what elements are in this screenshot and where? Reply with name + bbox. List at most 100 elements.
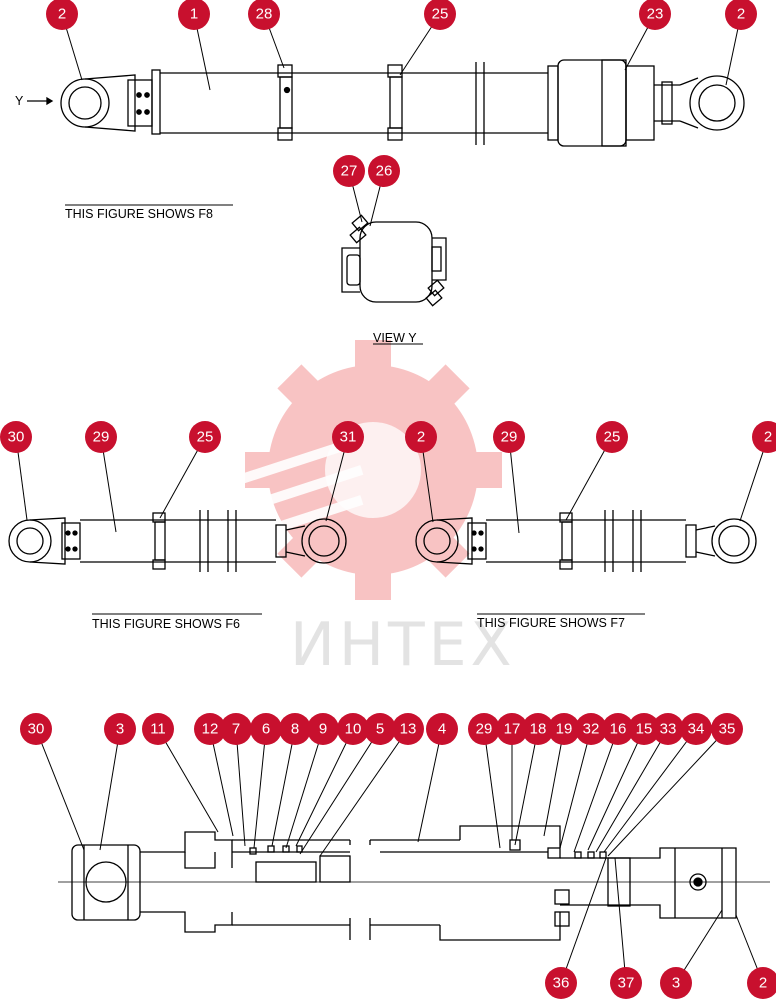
callout-number: 36 xyxy=(553,975,570,992)
callout-leader-line xyxy=(299,728,381,855)
watermark-text: ИНТЕХ xyxy=(290,610,516,680)
callout-number: 8 xyxy=(291,721,299,738)
callout-bubble xyxy=(0,421,32,453)
callout-leader-line xyxy=(573,728,619,853)
callout-bubble xyxy=(596,421,628,453)
callout-bubble xyxy=(104,713,136,745)
callout-leader-line xyxy=(483,728,501,849)
callout-number: 33 xyxy=(660,721,677,738)
callout-bubble xyxy=(545,967,577,999)
callout-number: 31 xyxy=(340,429,357,446)
callout-bubble xyxy=(496,713,528,745)
callout-number: 15 xyxy=(636,721,653,738)
callout-bubble xyxy=(368,155,400,187)
callout-number: 2 xyxy=(417,429,425,446)
callout-number: 32 xyxy=(583,721,600,738)
callout-leader-line xyxy=(295,728,354,847)
callout-leader-line xyxy=(508,436,520,534)
callout-number: 2 xyxy=(58,6,66,23)
callout-number: 28 xyxy=(256,6,273,23)
callout-bubble xyxy=(639,0,671,30)
callout-bubble xyxy=(602,713,634,745)
callout-bubble xyxy=(680,713,712,745)
callout-bubble xyxy=(522,713,554,745)
callout-number: 34 xyxy=(688,721,705,738)
callout-leader-line xyxy=(514,728,539,846)
callout-bubble xyxy=(142,713,174,745)
callout-number: 2 xyxy=(764,429,772,446)
callout-leader-line xyxy=(271,728,296,847)
callout-bubble xyxy=(220,713,252,745)
callout-bubble xyxy=(575,713,607,745)
callout-number: 23 xyxy=(647,6,664,23)
callout-leader-line xyxy=(100,436,117,533)
callout-leader-line xyxy=(614,857,627,984)
callout-bubble xyxy=(725,0,757,30)
caption-f8: THIS FIGURE SHOWS F8 xyxy=(65,207,213,221)
callout-bubble xyxy=(178,0,210,30)
callout-leader-line xyxy=(285,728,324,849)
callout-leader-line xyxy=(99,728,121,851)
callout-number: 37 xyxy=(618,975,635,992)
callout-number: 6 xyxy=(262,721,270,738)
callout-bubble xyxy=(392,713,424,745)
callout-number: 25 xyxy=(197,429,214,446)
callout-bubble xyxy=(405,421,437,453)
callout-number: 10 xyxy=(345,721,362,738)
callout-number: 9 xyxy=(319,721,327,738)
callout-leader-line xyxy=(560,857,607,984)
cylinder-figure-f7 xyxy=(415,510,757,572)
callout-bubble xyxy=(46,0,78,30)
callout-leader-line xyxy=(559,728,592,849)
callout-bubble xyxy=(628,713,660,745)
callout-bubble xyxy=(610,967,642,999)
callout-number: 1 xyxy=(190,6,198,23)
caption-f6: THIS FIGURE SHOWS F6 xyxy=(92,617,240,631)
callout-number: 11 xyxy=(150,721,166,738)
callout-bubble xyxy=(364,713,396,745)
callout-bubble xyxy=(493,421,525,453)
callout-leader-line xyxy=(35,728,85,851)
callout-number: 3 xyxy=(672,975,680,992)
callout-leader-line xyxy=(607,728,728,857)
cylinder-figure-f8 xyxy=(27,59,745,147)
callout-leader-line xyxy=(543,728,565,837)
callout-bubble xyxy=(660,967,692,999)
callout-number: 29 xyxy=(501,429,518,446)
callout-number: 30 xyxy=(8,429,25,446)
callout-number: 27 xyxy=(341,163,358,180)
callout-number: 17 xyxy=(504,721,521,738)
callout-bubble xyxy=(652,713,684,745)
callout-bubble xyxy=(424,0,456,30)
callout-number: 26 xyxy=(376,163,393,180)
callout-number: 16 xyxy=(610,721,627,738)
callout-bubble xyxy=(468,713,500,745)
callout-number: 5 xyxy=(376,721,384,738)
callout-bubble xyxy=(548,713,580,745)
view-y-arrow-label: Y xyxy=(15,94,24,108)
callout-leader-line xyxy=(603,728,697,853)
callout-leader-line xyxy=(235,728,246,847)
callout-number: 13 xyxy=(400,721,417,738)
callout-leader-line xyxy=(253,728,267,849)
callout-leader-line xyxy=(319,728,409,857)
callout-number: 7 xyxy=(232,721,240,738)
callout-bubble xyxy=(194,713,226,745)
callout-bubble xyxy=(307,713,339,745)
callout-bubble xyxy=(20,713,52,745)
callout-bubble xyxy=(337,713,369,745)
callout-number: 2 xyxy=(737,6,745,23)
watermark-gear-icon xyxy=(236,340,502,600)
callout-number: 2 xyxy=(759,975,767,992)
callout-bubble xyxy=(248,0,280,30)
view-y-figure xyxy=(341,214,447,307)
caption-f7: THIS FIGURE SHOWS F7 xyxy=(477,616,625,630)
watermark: ИНТЕХ xyxy=(236,340,516,680)
callout-number: 25 xyxy=(604,429,621,446)
callout-bubble xyxy=(747,967,776,999)
callout-bubble xyxy=(426,713,458,745)
callout-bubble xyxy=(279,713,311,745)
callout-leader-line xyxy=(157,728,219,833)
